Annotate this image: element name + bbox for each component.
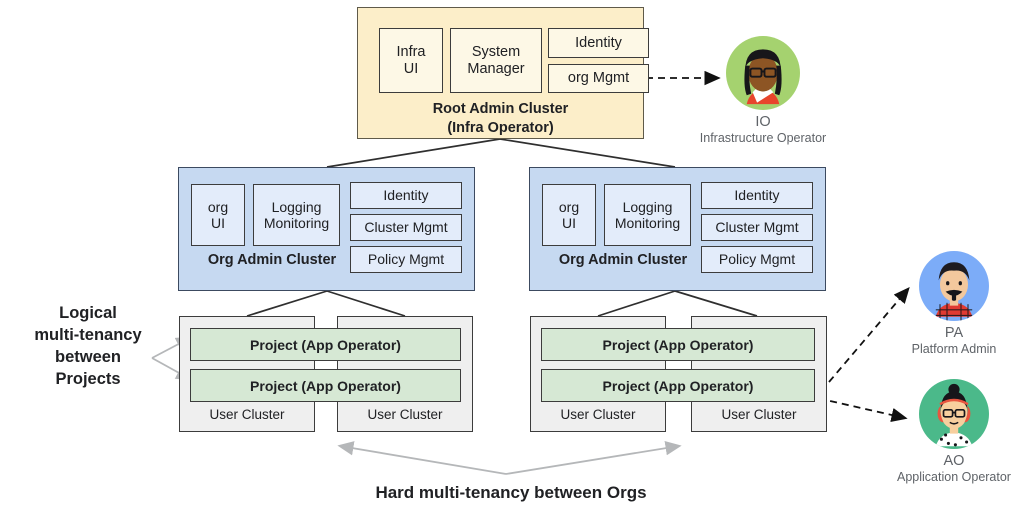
logical-multitenancy-label: Logical multi-tenancy between Projects xyxy=(34,304,142,388)
org1-user-cluster-right-label: User Cluster xyxy=(367,407,443,422)
org1-project-2: Project (App Operator) xyxy=(190,369,461,402)
org1-component-identity: Identity xyxy=(350,182,462,209)
hard-multitenancy-label: Hard multi-tenancy between Orgs xyxy=(375,483,647,502)
persona-pa-role: Platform Admin xyxy=(911,342,997,356)
root-component-identity: Identity xyxy=(548,28,649,58)
persona-pa: PA Platform Admin xyxy=(879,251,1022,356)
org1-component-policy-mgmt: Policy Mgmt xyxy=(350,246,462,273)
persona-io-role: Infrastructure Operator xyxy=(699,131,827,145)
persona-io: IO Infrastructure Operator xyxy=(688,36,838,145)
org2-component-policy-mgmt: Policy Mgmt xyxy=(701,246,813,273)
org2-component-identity: Identity xyxy=(701,182,813,209)
gray-arrow-hard-tenancy xyxy=(337,441,682,475)
org2-title: Org Admin Cluster xyxy=(558,252,688,268)
org-admin-cluster-2: org UI Logging Monitoring Identity Clust… xyxy=(529,167,826,291)
connector-org2-to-user-clusters xyxy=(597,290,758,317)
org2-user-cluster-left-label: User Cluster xyxy=(560,407,636,422)
persona-ao-role: Application Operator xyxy=(897,470,1011,484)
org1-user-cluster-left-label: User Cluster xyxy=(209,407,285,422)
connector-root-to-orgs xyxy=(326,138,676,168)
org2-component-org-ui: org UI xyxy=(542,184,596,246)
root-title-line2: (Infra Operator) xyxy=(447,119,554,136)
root-component-infra-ui: Infra UI xyxy=(379,28,443,93)
infrastructure-operator-avatar-icon xyxy=(726,36,800,110)
persona-ao: AO Application Operator xyxy=(879,379,1022,484)
org2-component-logging-monitoring: Logging Monitoring xyxy=(604,184,691,246)
root-admin-cluster-title: Root Admin Cluster (Infra Operator) xyxy=(358,100,643,138)
org2-project-2: Project (App Operator) xyxy=(541,369,815,402)
org1-component-cluster-mgmt: Cluster Mgmt xyxy=(350,214,462,241)
org2-component-cluster-mgmt: Cluster Mgmt xyxy=(701,214,813,241)
root-title-line1: Root Admin Cluster xyxy=(432,101,569,117)
persona-ao-initials: AO xyxy=(943,453,965,469)
persona-pa-initials: PA xyxy=(944,325,964,341)
org1-component-org-ui: org UI xyxy=(191,184,245,246)
root-component-system-manager: System Manager xyxy=(450,28,542,93)
org2-user-cluster-right-label: User Cluster xyxy=(721,407,797,422)
connector-org1-to-user-clusters xyxy=(246,290,406,317)
org1-project-1: Project (App Operator) xyxy=(190,328,461,361)
org1-title: Org Admin Cluster xyxy=(207,252,337,268)
application-operator-avatar-icon xyxy=(919,379,989,449)
root-component-org-mgmt: org Mgmt xyxy=(548,64,649,93)
root-admin-cluster: Infra UI System Manager Identity org Mgm… xyxy=(357,7,649,139)
org-admin-cluster-1: org UI Logging Monitoring Identity Clust… xyxy=(178,167,475,291)
org2-project-1: Project (App Operator) xyxy=(541,328,815,361)
persona-io-initials: IO xyxy=(755,114,771,130)
platform-admin-avatar-icon xyxy=(919,251,989,321)
org1-component-logging-monitoring: Logging Monitoring xyxy=(253,184,340,246)
